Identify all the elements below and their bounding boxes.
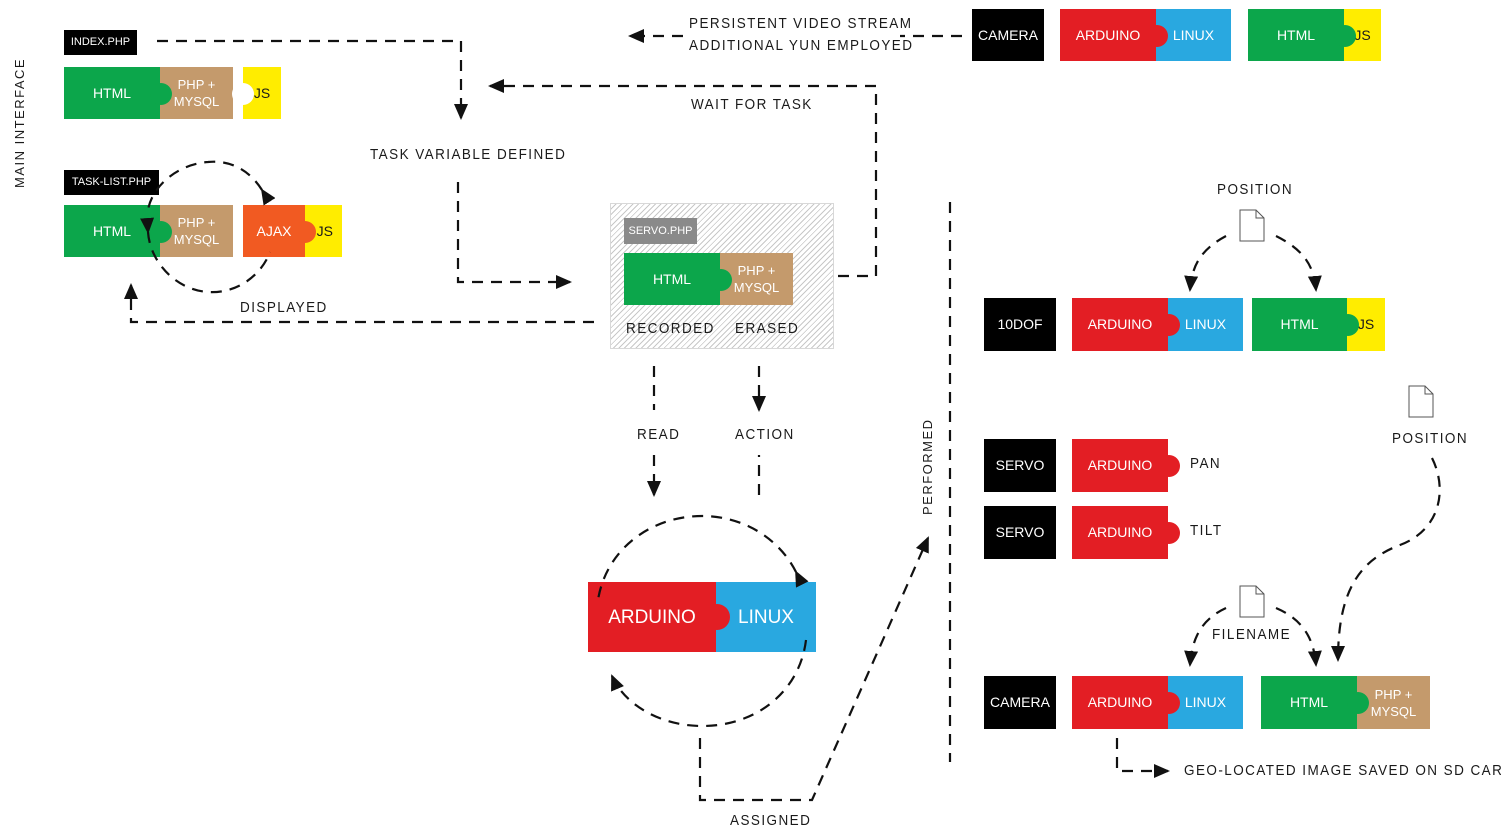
servo-pan-arduino-block: ARDUINO xyxy=(1072,439,1168,492)
servo-php-mysql-block: PHP + MYSQL xyxy=(720,253,793,305)
stream-arduino-block: ARDUINO xyxy=(1060,9,1156,61)
task-list-php-tag: TASK-LIST.PHP xyxy=(64,170,159,195)
geo-saved-label: GEO-LOCATED IMAGE SAVED ON SD CARD xyxy=(1184,762,1501,779)
assigned-line xyxy=(698,536,930,802)
stream-camera-block: CAMERA xyxy=(972,9,1044,61)
stream-arduino-connector xyxy=(1146,25,1168,47)
tendof-html-connector xyxy=(1337,314,1359,336)
main-arduino-connector xyxy=(704,604,730,630)
filename-arrow-left xyxy=(1184,607,1227,667)
stream-html-connector xyxy=(1334,25,1356,47)
task-list-php-mysql-block: PHP + MYSQL xyxy=(160,205,233,257)
geo-saved-line xyxy=(1115,738,1170,778)
position-arrow-left xyxy=(1184,235,1227,292)
stream-linux-block: LINUX xyxy=(1156,9,1231,61)
index-html-block: HTML xyxy=(64,67,160,119)
main-arduino-block: ARDUINO xyxy=(588,582,716,652)
task-list-html-connector xyxy=(150,221,172,243)
arduino-cycle-loop xyxy=(596,514,809,601)
tendof-arduino-block: ARDUINO xyxy=(1072,298,1168,351)
document-icon xyxy=(1408,385,1434,418)
index-php-mysql-block: PHP + MYSQL xyxy=(160,67,233,119)
camera-arduino-block: ARDUINO xyxy=(1072,676,1168,729)
index-to-task-variable-line xyxy=(157,39,468,120)
arduino-cycle-loop xyxy=(610,639,808,728)
tendof-arduino-connector xyxy=(1158,314,1180,336)
servo-html-block: HTML xyxy=(624,253,720,305)
camera-block: CAMERA xyxy=(984,676,1056,729)
read-label: READ xyxy=(637,426,681,443)
wait-for-task-label: WAIT FOR TASK xyxy=(691,96,813,113)
servo-html-connector xyxy=(710,269,732,291)
servo-tilt-arduino-connector xyxy=(1158,522,1180,544)
tendof-linux-block: LINUX xyxy=(1168,298,1243,351)
task-list-ajax-block: AJAX xyxy=(243,205,305,257)
index-js-socket xyxy=(232,83,254,105)
camera-php-mysql-block: PHP + MYSQL xyxy=(1357,676,1430,729)
task-list-refresh-loop xyxy=(146,160,276,211)
main-linux-block: LINUX xyxy=(716,582,816,652)
task-list-ajax-connector xyxy=(294,221,316,243)
index-php-tag: INDEX.PHP xyxy=(64,30,137,55)
filename-arrow-right xyxy=(1275,606,1322,667)
camera-html-block: HTML xyxy=(1261,676,1357,729)
document-icon xyxy=(1239,209,1265,242)
stream-label-line1: PERSISTENT VIDEO STREAM xyxy=(689,15,913,32)
position-label-right: POSITION xyxy=(1392,430,1469,447)
position-arrow-right xyxy=(1275,235,1322,292)
action-label: ACTION xyxy=(735,426,795,443)
tendof-block: 10DOF xyxy=(984,298,1056,351)
task-variable-to-servo-line xyxy=(456,182,572,289)
servo-tilt-arduino-block: ARDUINO xyxy=(1072,506,1168,559)
servo-tilt-block: SERVO xyxy=(984,506,1056,559)
index-html-connector xyxy=(150,83,172,105)
servo-pan-arduino-connector xyxy=(1158,455,1180,477)
stream-label-line2: ADDITIONAL YUN EMPLOYED xyxy=(689,37,914,54)
filename-label: FILENAME xyxy=(1212,626,1292,643)
assigned-label: ASSIGNED xyxy=(730,812,812,829)
stream-html-block: HTML xyxy=(1248,9,1344,61)
position-right-arrow xyxy=(1331,457,1441,662)
task-list-refresh-loop xyxy=(140,217,272,294)
camera-html-connector xyxy=(1347,692,1369,714)
servo-php-tag: SERVO.PHP xyxy=(624,218,697,244)
pan-label: PAN xyxy=(1190,455,1222,472)
camera-arduino-connector xyxy=(1158,692,1180,714)
tendof-html-block: HTML xyxy=(1252,298,1347,351)
erased-label: ERASED xyxy=(735,320,800,337)
displayed-line xyxy=(124,283,594,324)
document-icon xyxy=(1239,585,1265,618)
position-label-top: POSITION xyxy=(1217,181,1294,198)
tilt-label: TILT xyxy=(1190,522,1223,539)
camera-linux-block: LINUX xyxy=(1168,676,1243,729)
wait-for-task-line xyxy=(488,79,878,278)
task-variable-defined-label: TASK VARIABLE DEFINED xyxy=(370,146,567,163)
servo-pan-block: SERVO xyxy=(984,439,1056,492)
recorded-label: RECORDED xyxy=(626,320,715,337)
displayed-label: DISPLAYED xyxy=(240,299,328,316)
